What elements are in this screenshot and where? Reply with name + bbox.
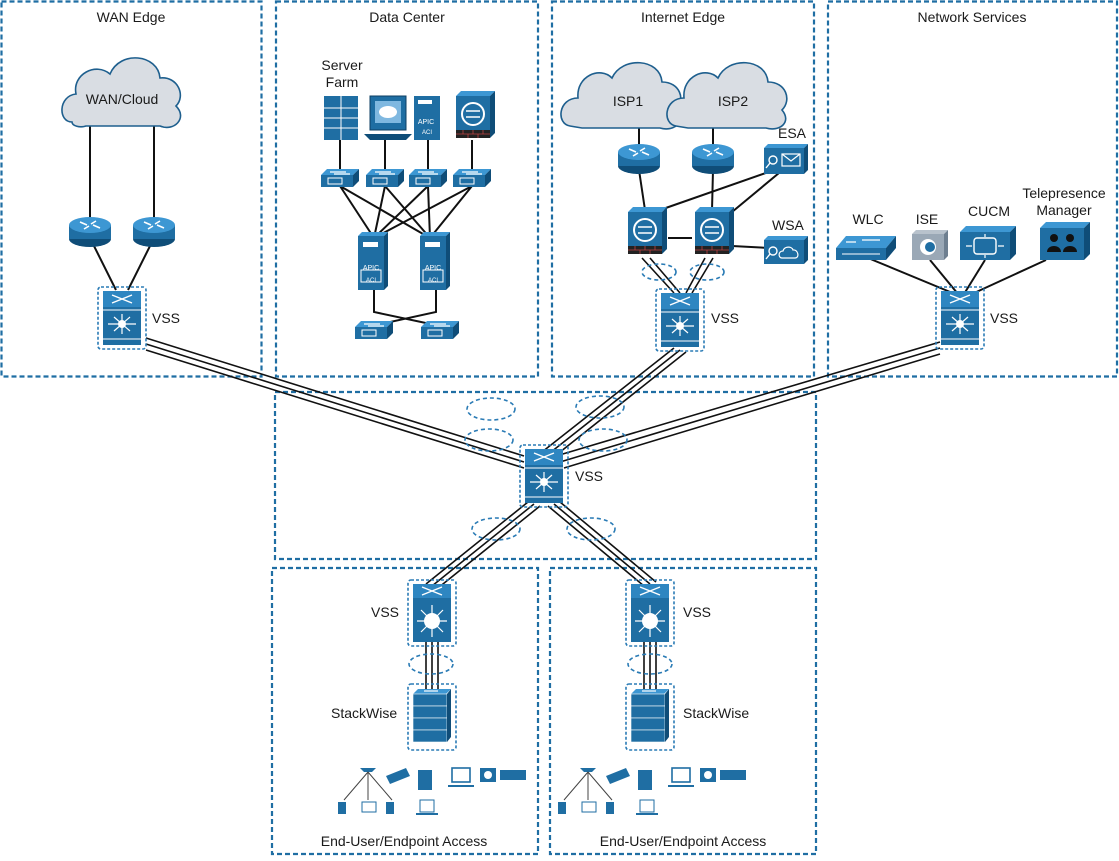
internet-vss-switch-icon (655, 288, 705, 352)
access-right-stackwise-label: StackWise (683, 705, 749, 721)
zone-access-right (548, 566, 818, 856)
ise-server-icon (912, 230, 948, 260)
internet-firewall-1-icon (627, 206, 668, 255)
wan-cloud (61, 57, 182, 129)
access-left-stackwise-icon (407, 683, 457, 751)
wan-vss-switch-icon (97, 286, 147, 350)
spine-switch-2-icon (420, 320, 460, 340)
leaf-switch-3-icon (408, 168, 448, 188)
zone-internet-edge (550, 0, 816, 378)
leaf-switch-1-icon (320, 168, 360, 188)
zone-title-data-center: Data Center (369, 9, 445, 25)
datacenter-links (339, 140, 473, 327)
zone-title-wan-edge: WAN Edge (97, 9, 166, 25)
datacenter-firewall-icon (455, 90, 496, 139)
telepresence-manager-icon (1040, 222, 1090, 260)
access-links (408, 640, 673, 690)
wan-links (89, 122, 155, 291)
wlc-controller-icon (836, 236, 896, 260)
aci-top-text: ACI (422, 130, 432, 136)
access-left-vss-label: VSS (371, 604, 399, 620)
wan-cloud-label: WAN/Cloud (86, 91, 159, 107)
wsa-label: WSA (772, 217, 805, 233)
isp2-label: ISP2 (718, 93, 749, 109)
services-vss-label: VSS (990, 310, 1018, 326)
server-farm-icon (324, 96, 358, 140)
wan-vss-label: VSS (152, 310, 180, 326)
access-right-endpoints (558, 767, 746, 815)
apic-top-text: APIC (418, 119, 434, 126)
zone-title-network-services: Network Services (918, 9, 1027, 25)
internet-firewall-2-icon (694, 206, 735, 255)
spine-switch-1-icon (354, 320, 394, 340)
core-vss-switch-icon (519, 444, 569, 508)
aci-2-text: ACI (428, 278, 438, 284)
esa-appliance-icon (764, 144, 808, 174)
services-vss-switch-icon (935, 286, 985, 350)
wlc-label: WLC (852, 211, 883, 227)
aci-1-text: ACI (366, 278, 376, 284)
apic-server-top-icon: APIC ACI (414, 96, 440, 140)
zone-data-center (274, 0, 540, 378)
access-right-vss-label: VSS (683, 604, 711, 620)
cucm-server-icon (960, 226, 1016, 260)
wan-router-1-icon (68, 216, 112, 248)
leaf-switch-2-icon (365, 168, 405, 188)
zone-title-access-left: End-User/Endpoint Access (321, 833, 488, 849)
access-left-vss-switch-icon (407, 579, 457, 647)
zone-network-services (826, 0, 1119, 378)
management-pc-icon (364, 95, 412, 140)
apic-1-text: APIC (363, 265, 379, 272)
apic-2-text: APIC (425, 265, 441, 272)
leaf-switch-4-icon (452, 168, 492, 188)
server-farm-label-2: Farm (326, 74, 359, 90)
apic-controller-1-icon: APIC ACI (357, 231, 389, 291)
access-left-stackwise-label: StackWise (331, 705, 397, 721)
isp1-label: ISP1 (613, 93, 644, 109)
esa-label: ESA (778, 125, 807, 141)
internet-edge-links (638, 126, 786, 294)
internet-vss-label: VSS (711, 310, 739, 326)
wsa-appliance-icon (764, 236, 808, 264)
access-right-vss-switch-icon (625, 579, 675, 647)
zone-title-internet-edge: Internet Edge (641, 9, 725, 25)
core-vss-label: VSS (575, 468, 603, 484)
access-left-endpoints (338, 767, 526, 815)
access-right-stackwise-icon (625, 683, 675, 751)
zone-core (273, 390, 818, 561)
isp2-cloud (666, 61, 788, 130)
wan-router-2-icon (132, 216, 176, 248)
zone-wan-edge (0, 0, 263, 378)
server-farm-label-1: Server (321, 57, 363, 73)
telepresence-label-1: Telepresence (1022, 185, 1105, 201)
cucm-label: CUCM (968, 203, 1010, 219)
core-downlinks (425, 501, 657, 589)
isp2-router-icon (691, 143, 735, 175)
ise-label: ISE (916, 211, 939, 227)
isp1-router-icon (617, 143, 661, 175)
network-services-links (867, 257, 1047, 295)
zone-title-access-right: End-User/Endpoint Access (600, 833, 767, 849)
zone-access-left (270, 566, 540, 856)
core-uplinks (145, 337, 941, 469)
apic-controller-2-icon: APIC ACI (419, 231, 451, 291)
telepresence-label-2: Manager (1036, 202, 1092, 218)
